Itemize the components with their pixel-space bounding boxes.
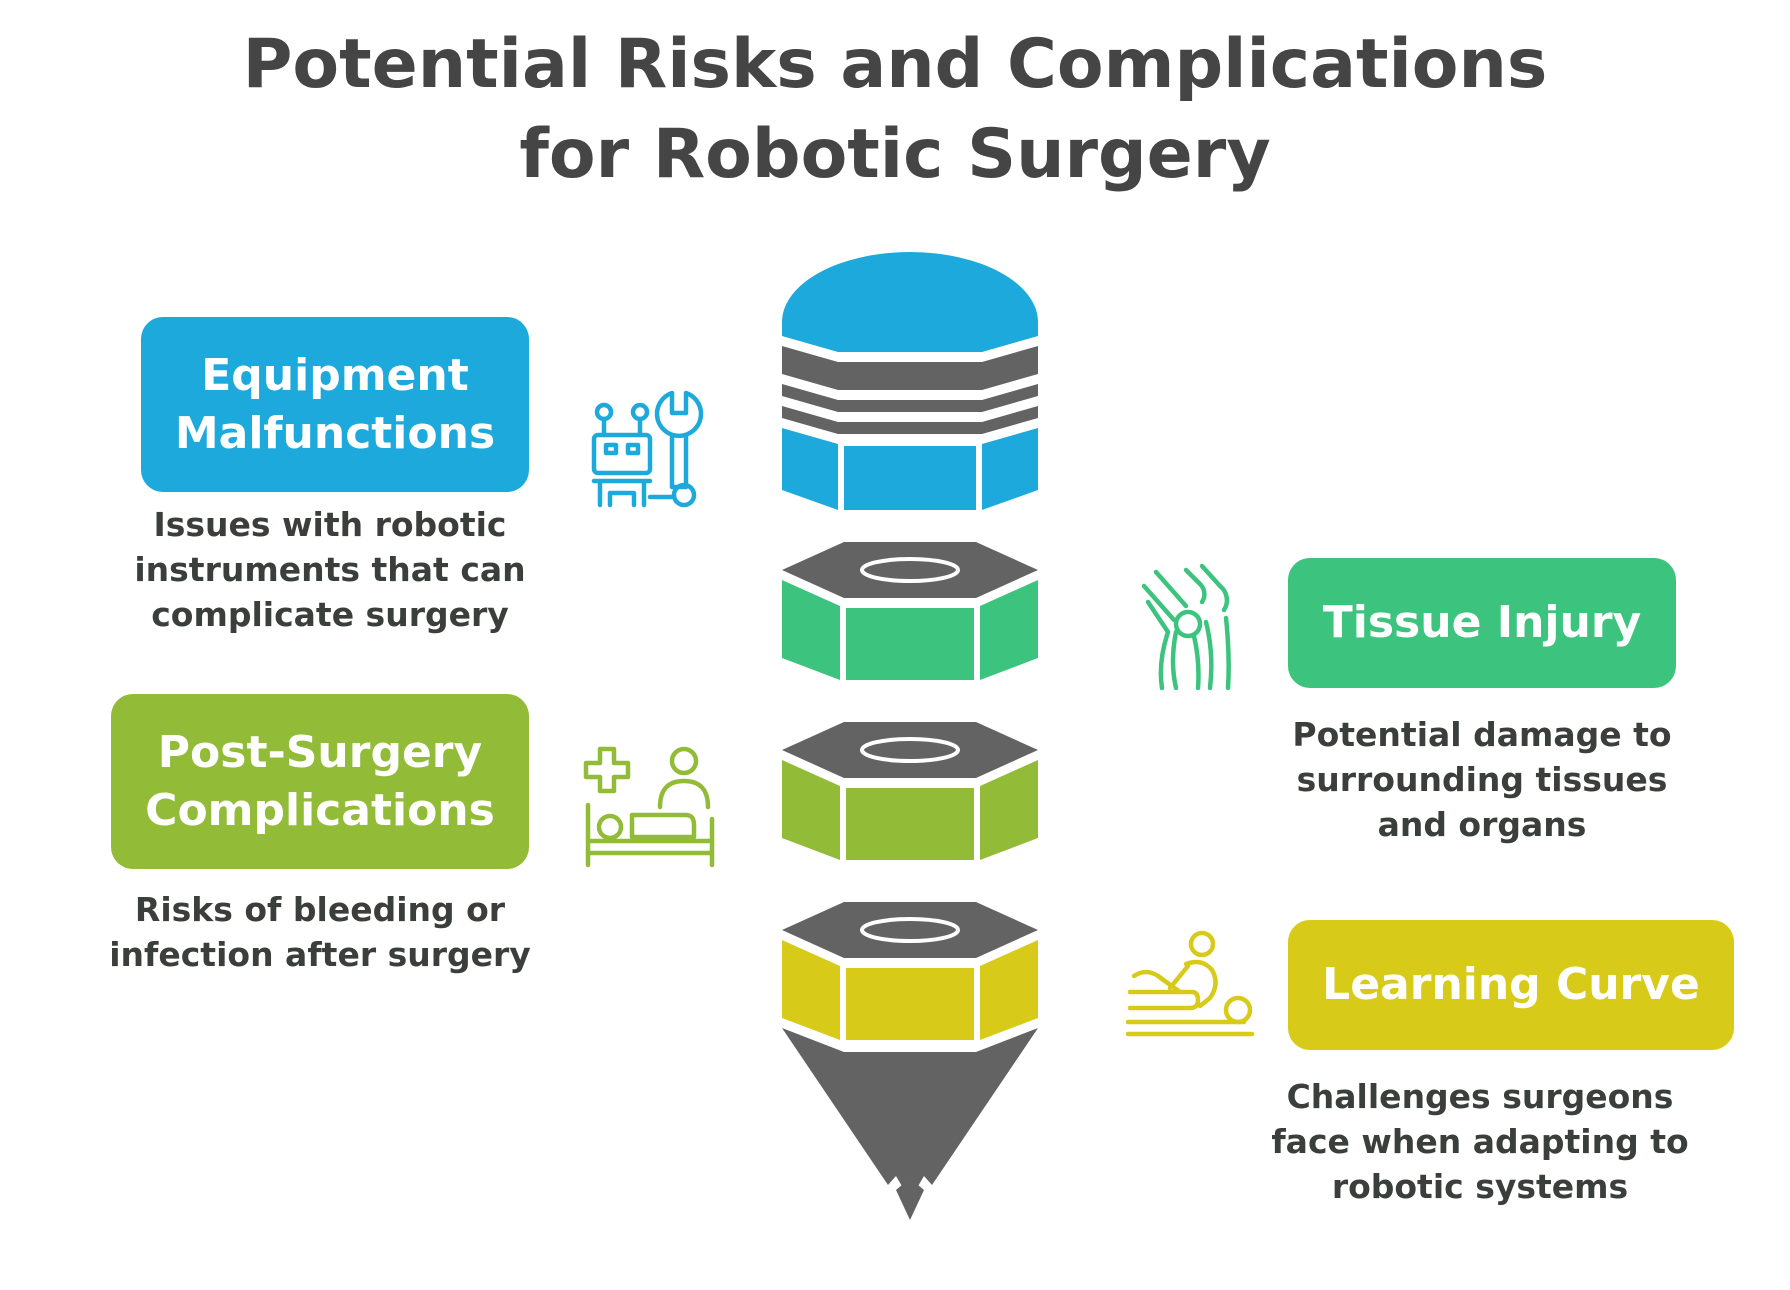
segmented-tower-graphic [782,252,1038,1220]
green-segment-left [782,580,840,680]
tissue-heading: Tissue Injury [1322,597,1642,648]
learning-desc-line-2: face when adapting to [1271,1122,1689,1161]
lime-segment-top [782,722,1038,778]
tissue-desc-line-2: surrounding tissues [1296,760,1668,799]
knee-joint-icon [1141,563,1231,691]
tower-ring-1 [782,346,1038,390]
equipment-heading-line-2: Malfunctions [174,407,496,459]
robot-wrench-icon [591,390,704,508]
post-surgery-complications-card: Post-Surgery Complications [111,694,529,869]
learning-curve-card: Learning Curve [1288,920,1734,1050]
yellow-segment-hole [860,917,960,943]
learning-desc-line-3: robotic systems [1331,1167,1629,1206]
equipment-heading-line-1: Equipment [201,349,469,401]
page-title: Potential Risks and Complications for Ro… [0,20,1790,200]
post-surgery-heading-line-1: Post-Surgery [157,726,483,778]
tower-ring-3 [782,406,1038,434]
tissue-desc-line-1: Potential damage to [1292,715,1672,754]
equipment-desc-line-1: Issues with robotic [153,505,507,544]
learning-curve-description: Challenges surgeons face when adapting t… [1255,1074,1705,1209]
tower-dome [782,252,1038,352]
green-segment-hole [860,557,960,583]
tower-ring-2 [782,384,1038,412]
tower-blue-right-face [982,428,1038,510]
lime-segment-left [782,760,840,860]
lime-segment-hole [860,737,960,763]
equipment-desc-line-3: complicate surgery [151,595,509,634]
tower-green-segment [782,542,1038,680]
tissue-injury-card: Tissue Injury [1288,558,1676,688]
tower-blue-front-face [844,446,976,510]
title-block: Potential Risks and Complications for Ro… [0,20,1790,200]
yellow-segment-left [782,940,840,1040]
tissue-injury-description: Potential damage to surrounding tissues … [1262,712,1702,847]
yellow-segment-right [980,940,1038,1040]
tower-drill-tip [782,1028,1038,1188]
yellow-segment-front [846,968,974,1040]
green-segment-front [846,608,974,680]
post-surgery-desc-line-2: infection after surgery [109,935,531,974]
post-surgery-complications-description: Risks of bleeding or infection after sur… [100,887,540,977]
post-surgery-heading-line-2: Complications [145,784,495,836]
learning-desc-line-1: Challenges surgeons [1286,1077,1674,1116]
title-line-1: Potential Risks and Complications [242,25,1548,104]
tower-top-cap [782,252,1038,510]
tower-blue-left-face [782,428,838,510]
lime-segment-right [980,760,1038,860]
learning-curve-heading: Learning Curve [1322,959,1700,1010]
equipment-desc-line-2: instruments that can [134,550,526,589]
equipment-malfunctions-description: Issues with robotic instruments that can… [120,502,540,637]
tower-drill-point [896,1178,924,1220]
massage-therapy-icon [1125,930,1255,1037]
hospital-bed-icon [583,746,715,868]
post-surgery-desc-line-1: Risks of bleeding or [134,890,506,929]
tower-lime-segment [782,722,1038,860]
green-segment-right [980,580,1038,680]
equipment-malfunctions-card: Equipment Malfunctions [141,317,529,492]
tower-yellow-segment [782,902,1038,1040]
title-line-2: for Robotic Surgery [519,115,1271,194]
yellow-segment-top [782,902,1038,958]
lime-segment-front [846,788,974,860]
tissue-desc-line-3: and organs [1377,805,1587,844]
green-segment-top [782,542,1038,598]
